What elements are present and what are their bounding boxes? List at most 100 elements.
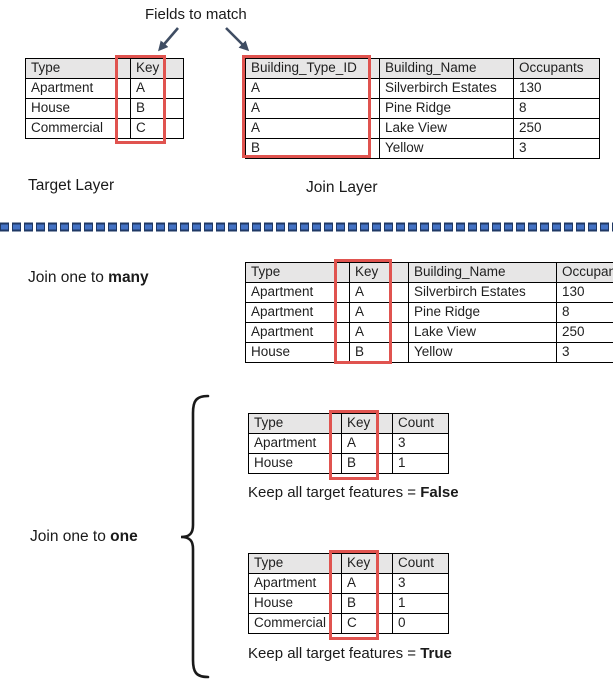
one-to-many-table-wrap: TypeKeyBuilding_NameOccupantsApartmentAS… xyxy=(245,262,613,363)
table-cell: 130 xyxy=(513,78,600,99)
column-header: Type xyxy=(245,262,350,283)
table-cell: A xyxy=(341,433,393,454)
join-layer-label: Join Layer xyxy=(306,179,378,196)
table-cell: A xyxy=(245,118,380,139)
column-header: Occupants xyxy=(556,262,613,283)
fields-to-match-title: Fields to match xyxy=(145,6,247,23)
table-cell: B xyxy=(349,342,409,363)
table-cell: A xyxy=(245,78,380,99)
table-cell: B xyxy=(341,453,393,474)
table-cell: C xyxy=(130,118,184,139)
join-one-to-one-label: Join one to one xyxy=(30,528,138,545)
column-header: Type xyxy=(25,58,131,79)
join-one-to-many-label: Join one to many xyxy=(28,269,149,286)
table-cell: House xyxy=(248,593,342,614)
table-cell: 0 xyxy=(392,613,449,634)
table-cell: B xyxy=(130,98,184,119)
table-cell: Apartment xyxy=(245,322,350,343)
table-cell: 250 xyxy=(513,118,600,139)
table-cell: Pine Ridge xyxy=(408,302,557,323)
table-cell: A xyxy=(349,282,409,303)
curly-brace-icon xyxy=(180,394,210,679)
table-cell: C xyxy=(341,613,393,634)
table-cell: Lake View xyxy=(379,118,514,139)
column-header: Key xyxy=(341,553,393,574)
table-cell: B xyxy=(245,138,380,159)
table-cell: 3 xyxy=(392,573,449,594)
table-cell: A xyxy=(245,98,380,119)
column-header: Type xyxy=(248,413,342,434)
table-cell: Apartment xyxy=(248,433,342,454)
table-cell: 3 xyxy=(392,433,449,454)
table-cell: Apartment xyxy=(245,282,350,303)
table-cell: A xyxy=(341,573,393,594)
column-header: Building_Name xyxy=(408,262,557,283)
one-to-many-table: TypeKeyBuilding_NameOccupantsApartmentAS… xyxy=(245,262,613,363)
column-header: Type xyxy=(248,553,342,574)
table-cell: Apartment xyxy=(25,78,131,99)
table-cell: Lake View xyxy=(408,322,557,343)
table-cell: Silverbirch Estates xyxy=(379,78,514,99)
column-header: Building_Type_ID xyxy=(245,58,380,79)
table-cell: House xyxy=(245,342,350,363)
table-cell: 1 xyxy=(392,453,449,474)
table-cell: Commercial xyxy=(248,613,342,634)
column-header: Building_Name xyxy=(379,58,514,79)
table-cell: Apartment xyxy=(245,302,350,323)
arrow-down-right-icon xyxy=(225,27,250,52)
table-cell: 3 xyxy=(556,342,613,363)
table-cell: Commercial xyxy=(25,118,131,139)
table-cell: A xyxy=(130,78,184,99)
table-cell: House xyxy=(248,453,342,474)
table-cell: A xyxy=(349,322,409,343)
column-header: Key xyxy=(341,413,393,434)
table-cell: 8 xyxy=(556,302,613,323)
table-cell: House xyxy=(25,98,131,119)
table-cell: B xyxy=(341,593,393,614)
table-cell: Yellow xyxy=(408,342,557,363)
arrow-down-left-icon xyxy=(158,27,179,52)
table-cell: A xyxy=(349,302,409,323)
column-header: Count xyxy=(392,413,449,434)
target-layer-label: Target Layer xyxy=(28,177,115,194)
fields-to-match-arrows xyxy=(158,27,250,52)
table-cell: Silverbirch Estates xyxy=(408,282,557,303)
column-header: Count xyxy=(392,553,449,574)
table-cell: Pine Ridge xyxy=(379,98,514,119)
table-cell: 8 xyxy=(513,98,600,119)
table-cell: Yellow xyxy=(379,138,514,159)
table-cell: 1 xyxy=(392,593,449,614)
keep-true-caption: Keep all target features = True xyxy=(248,645,452,662)
table-cell: Apartment xyxy=(248,573,342,594)
column-header: Key xyxy=(130,58,184,79)
